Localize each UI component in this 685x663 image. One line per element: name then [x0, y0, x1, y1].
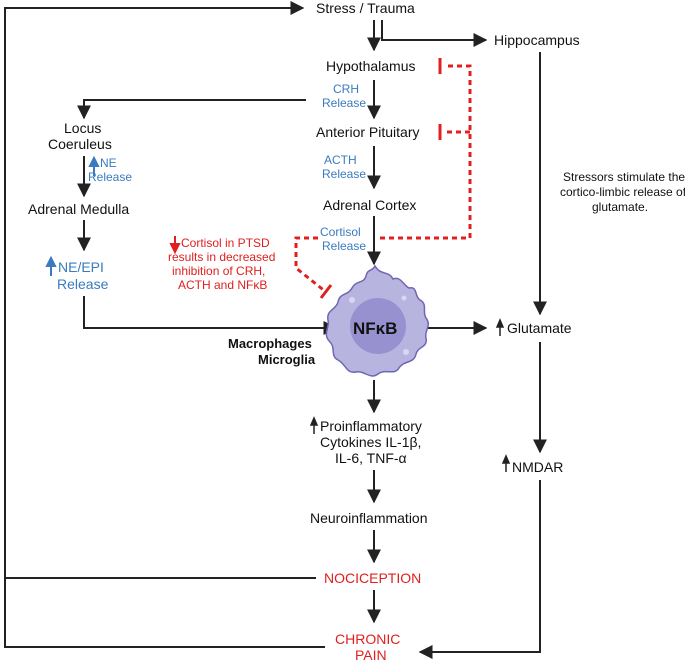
cortisol-note-line1: Cortisol in PTSD	[181, 236, 270, 250]
ne-epi-line2: Release	[57, 276, 109, 292]
crh-release-line2: Release	[322, 96, 366, 110]
arrow-loop-to-stress	[4, 1, 325, 648]
cell-vesicle	[401, 295, 407, 301]
node-anterior-pituitary: Anterior Pituitary	[316, 124, 419, 140]
acth-release-line1: ACTH	[324, 153, 357, 167]
up-arrow-icon	[309, 416, 319, 434]
up-arrow-icon	[501, 454, 511, 472]
chronic-pain-line1: CHRONIC	[335, 631, 400, 647]
cell-icon	[325, 264, 429, 377]
node-locus-line1: Locus	[64, 120, 101, 136]
cortisol-note-line2: results in decreased	[168, 250, 275, 264]
cells-line1: Macrophages	[228, 336, 312, 351]
node-hippocampus: Hippocampus	[494, 32, 580, 48]
chronic-pain-line2: PAIN	[355, 647, 387, 663]
cytokines-line1: Proinflammatory	[320, 418, 422, 434]
stressors-note-line2: cortico-limbic release of	[560, 185, 685, 199]
inhibit-bar-cell	[319, 284, 333, 299]
cortisol-note-line3: inhibition of CRH,	[172, 264, 265, 278]
cortisol-release-line1: Cortisol	[320, 225, 361, 239]
arrow-crh-locus	[77, 99, 306, 120]
node-nmdar: NMDAR	[512, 459, 563, 475]
arrows	[4, 1, 547, 659]
cytokines-line2: Cytokines IL-1β,	[320, 434, 421, 450]
inhibition-lines	[294, 64, 472, 294]
node-locus-line2: Coeruleus	[48, 136, 112, 152]
indicator-arrows	[45, 155, 511, 472]
cortisol-release-line2: Release	[322, 239, 366, 253]
cell-vesicle	[349, 297, 355, 303]
crh-release-line1: CRH	[333, 82, 359, 96]
node-neuroinflammation: Neuroinflammation	[310, 510, 428, 526]
cytokines-line3: IL-6, TNF-α	[335, 450, 407, 466]
cortisol-note-line4: ACTH and NFκB	[178, 278, 267, 292]
node-nociception: NOCICEPTION	[324, 570, 421, 586]
up-arrow-icon	[45, 255, 57, 276]
ne-release-line1: NE	[100, 156, 117, 170]
labels: Stress / Trauma Hippocampus Hypothalamus…	[28, 0, 685, 663]
arrow-neepi-cell	[83, 296, 338, 335]
up-arrow-icon	[88, 155, 100, 176]
node-adrenal-medulla: Adrenal Medulla	[28, 201, 129, 217]
arrow-nmdar-chronic	[418, 480, 541, 659]
cells-line2: Microglia	[258, 352, 316, 367]
node-stress: Stress / Trauma	[316, 0, 415, 16]
node-glutamate: Glutamate	[507, 320, 572, 336]
up-arrow-icon	[495, 318, 505, 336]
inhibit-path-cell	[294, 236, 327, 294]
cell-nucleus	[350, 298, 406, 354]
node-hypothalamus: Hypothalamus	[326, 58, 416, 74]
down-arrow-icon	[169, 236, 181, 255]
inhibition-bars	[319, 58, 442, 299]
node-adrenal-cortex: Adrenal Cortex	[323, 197, 416, 213]
ne-release-line2: Release	[88, 170, 132, 184]
node-nfkb: NFκB	[353, 319, 397, 338]
cell-vesicle	[403, 349, 409, 355]
ne-epi-line1: NE/EPI	[58, 259, 104, 275]
arrow-stress-hippocampus	[381, 20, 488, 47]
acth-release-line2: Release	[322, 167, 366, 181]
stressors-note-line1: Stressors stimulate the	[563, 170, 685, 184]
inhibit-path-main	[380, 64, 472, 240]
stressors-note-line3: glutamate.	[592, 200, 648, 214]
